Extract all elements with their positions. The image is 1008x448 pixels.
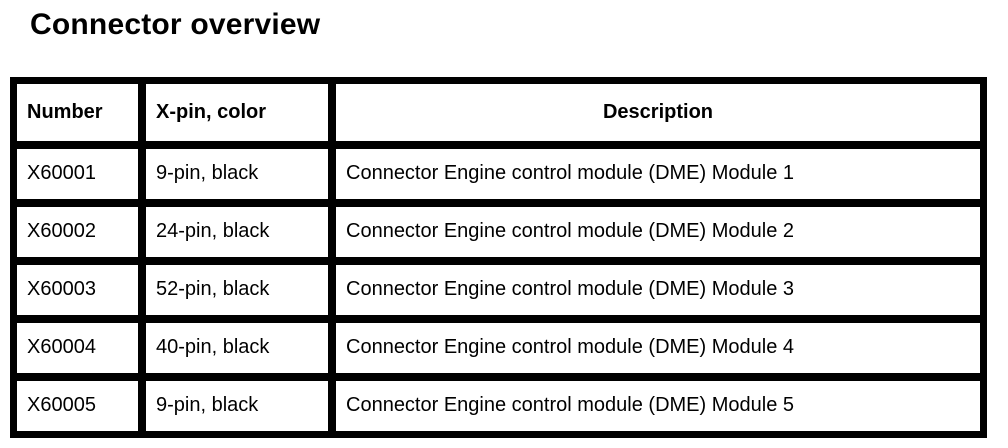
table-row: X60003 52-pin, black Connector Engine co… — [13, 260, 984, 319]
cell-number: X60002 — [13, 202, 142, 261]
cell-pin-color: 52-pin, black — [142, 260, 332, 319]
cell-description: Connector Engine control module (DME) Mo… — [332, 318, 984, 377]
table-row: X60005 9-pin, black Connector Engine con… — [13, 376, 984, 435]
header-row: Number X-pin, color Description — [13, 79, 984, 145]
cell-number: X60003 — [13, 260, 142, 319]
cell-description: Connector Engine control module (DME) Mo… — [332, 260, 984, 319]
table-row: X60002 24-pin, black Connector Engine co… — [13, 202, 984, 261]
cell-number: X60005 — [13, 376, 142, 435]
cell-pin-color: 40-pin, black — [142, 318, 332, 377]
cell-pin-color: 24-pin, black — [142, 202, 332, 261]
header-pin-color: X-pin, color — [142, 79, 332, 145]
cell-description: Connector Engine control module (DME) Mo… — [332, 376, 984, 435]
cell-description: Connector Engine control module (DME) Mo… — [332, 144, 984, 203]
table-body: X60001 9-pin, black Connector Engine con… — [13, 144, 984, 435]
cell-description: Connector Engine control module (DME) Mo… — [332, 202, 984, 261]
header-number: Number — [13, 79, 142, 145]
header-description: Description — [332, 79, 984, 145]
cell-number: X60001 — [13, 144, 142, 203]
cell-number: X60004 — [13, 318, 142, 377]
table-header-row: Number X-pin, color Description — [13, 79, 984, 145]
page-title: Connector overview — [30, 8, 321, 41]
cell-pin-color: 9-pin, black — [142, 376, 332, 435]
connector-overview-table: Number X-pin, color Description X60001 9… — [10, 76, 987, 438]
table-row: X60004 40-pin, black Connector Engine co… — [13, 318, 984, 377]
table-row: X60001 9-pin, black Connector Engine con… — [13, 144, 984, 203]
cell-pin-color: 9-pin, black — [142, 144, 332, 203]
